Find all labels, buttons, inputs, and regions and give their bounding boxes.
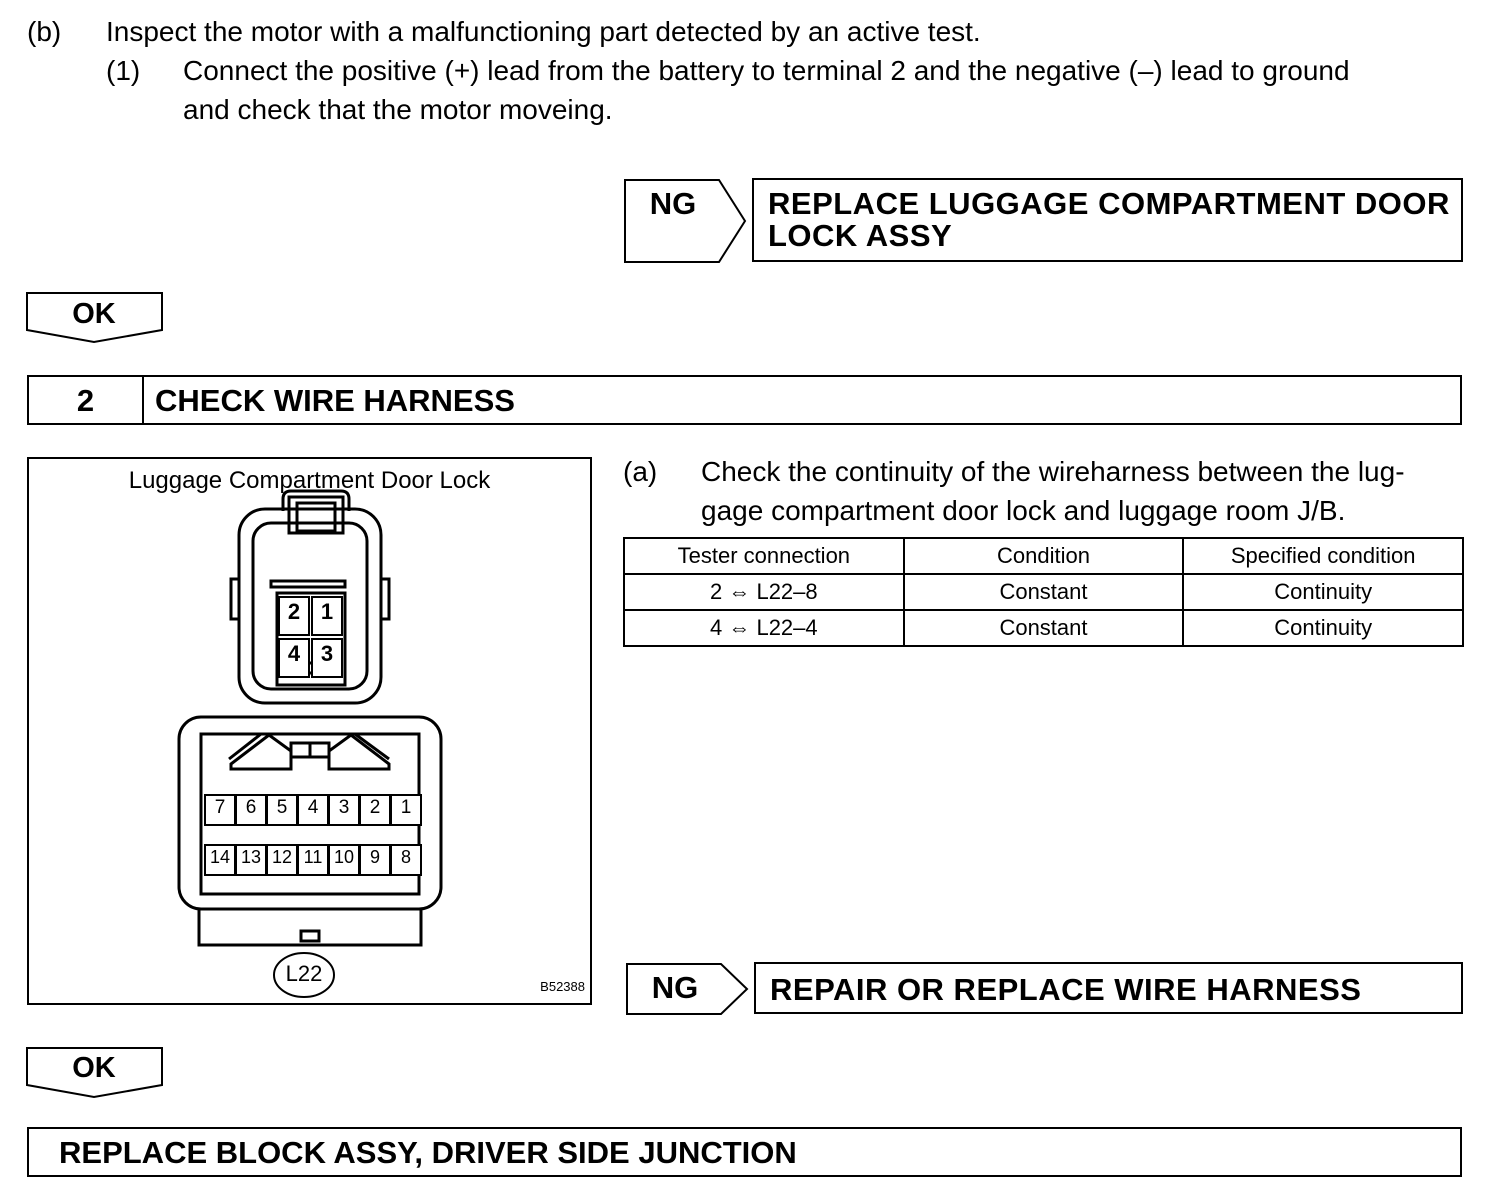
step-b1-line1: Connect the positive (+) lead from the b…: [183, 55, 1350, 86]
jb-pin-label: 3: [338, 797, 350, 818]
jb-pin-label: 7: [214, 797, 226, 818]
jb-pin-label: 13: [240, 847, 262, 867]
ng-arrow-tag: [624, 179, 747, 263]
table-row: 2 ⇔ L22–8 Constant Continuity: [623, 573, 1464, 611]
table-cell: Continuity: [1182, 573, 1464, 611]
jb-pin-label: 10: [333, 847, 355, 867]
step-b-label: (b): [27, 16, 62, 47]
jb-pin-label: 5: [276, 797, 288, 818]
table-header-row: Tester connection Condition Specified co…: [623, 537, 1464, 575]
ng-tag-label: NG: [651, 970, 699, 1005]
spec-table: Tester connection Condition Specified co…: [623, 537, 1464, 647]
jb-pin-label: 6: [245, 797, 257, 818]
jb-pin-label: 4: [307, 797, 319, 818]
ng-arrow-tag: [626, 963, 749, 1015]
ok-arrow-tag: [26, 292, 163, 344]
figure-code: B52388: [540, 979, 585, 994]
step-title: CHECK WIRE HARNESS: [155, 383, 515, 418]
jb-pin-label: 12: [271, 847, 293, 867]
ok-label: OK: [72, 1052, 116, 1084]
ng-result-line1: REPLACE LUGGAGE COMPARTMENT DOOR: [768, 186, 1450, 221]
ng-result-replace-lock: REPLACE LUGGAGE COMPARTMENT DOOR LOCK AS…: [752, 178, 1463, 262]
step-b-text: Inspect the motor with a malfunctioning …: [106, 16, 981, 47]
connector-drawing: [177, 489, 443, 998]
pin-label: 1: [320, 599, 334, 624]
pin-label: 3: [320, 641, 334, 666]
step-number: 2: [29, 377, 144, 423]
table-header: Condition: [902, 537, 1185, 575]
table-header: Tester connection: [623, 537, 905, 575]
table-cell: 4 ⇔ L22–4: [623, 609, 905, 647]
connector-id: L22: [285, 961, 323, 986]
jb-pin-label: 2: [369, 797, 381, 818]
ng-result-repair-harness: REPAIR OR REPLACE WIRE HARNESS: [754, 962, 1463, 1014]
table-row: 4 ⇔ L22–4 Constant Continuity: [623, 609, 1464, 647]
final-action: REPLACE BLOCK ASSY, DRIVER SIDE JUNCTION: [27, 1127, 1462, 1177]
step-a-line1: Check the continuity of the wireharness …: [701, 456, 1405, 487]
jb-pin-label: 9: [369, 847, 380, 867]
table-cell: 2 ⇔ L22–8: [623, 573, 905, 611]
step-b1-label: (1): [106, 55, 141, 86]
table-cell: Constant: [902, 573, 1185, 611]
table-cell: Constant: [902, 609, 1185, 647]
jb-pin-label: 1: [400, 797, 412, 818]
table-cell: Continuity: [1182, 609, 1464, 647]
jb-pin-label: 11: [303, 847, 323, 867]
jb-pin-label: 14: [209, 847, 231, 867]
jb-pin-label: 8: [400, 847, 411, 867]
ok-arrow-tag: [26, 1047, 163, 1099]
table-header: Specified condition: [1182, 537, 1464, 575]
step-a-line2: gage compartment door lock and luggage r…: [701, 495, 1346, 526]
step-b1-line2: and check that the motor moveing.: [183, 94, 613, 125]
pin-label: 2: [287, 599, 301, 624]
ng-result-line2: LOCK ASSY: [768, 218, 953, 253]
ng-tag-label: NG: [649, 186, 697, 221]
pin-label: 4: [287, 641, 301, 666]
connector-figure: Luggage Compartment Door Lock: [27, 457, 592, 1005]
step-header: 2 CHECK WIRE HARNESS: [27, 375, 1462, 425]
step-a-label: (a): [623, 456, 658, 487]
ok-label: OK: [72, 298, 116, 330]
